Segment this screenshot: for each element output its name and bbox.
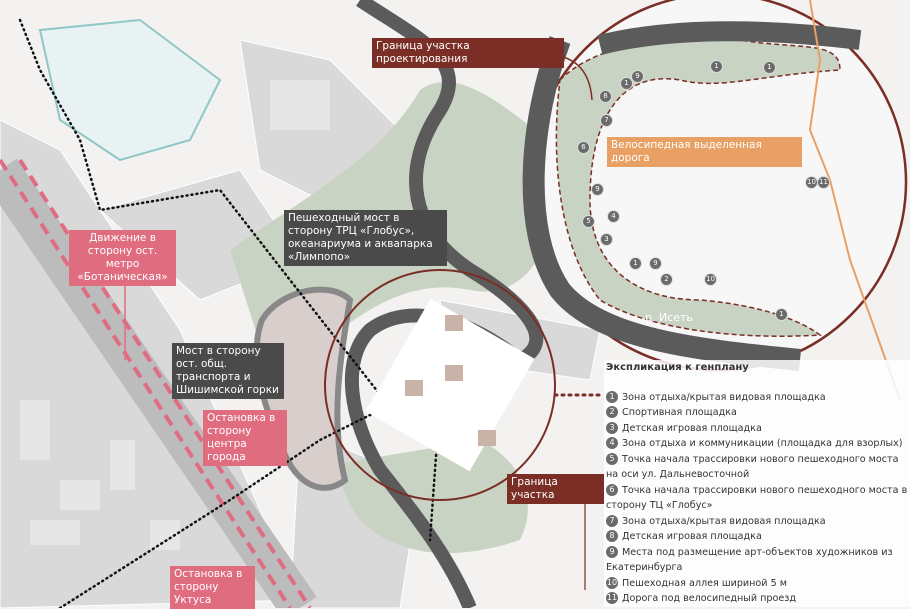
site-boundary-label: Граница участка — [507, 474, 604, 504]
bus-route-line — [18, 158, 312, 608]
legend-text: Зона отдыха/крытая видовая площадка — [622, 515, 826, 527]
legend-number: 6 — [606, 483, 618, 496]
project-boundary-label: Граница участка проектирования — [372, 38, 564, 68]
legend-text: Зона отдыха и коммуникации (площадка для… — [622, 438, 903, 449]
plan-marker: 1 — [629, 257, 642, 270]
pedestrian-path — [18, 18, 402, 422]
legend-item: 8 Детская игровая площадка — [606, 529, 910, 545]
legend-number: 2 — [606, 406, 618, 418]
legend-item: 11 Дорога под велосипедный проезд — [606, 591, 910, 607]
legend-number: 10 — [606, 576, 618, 589]
legend-text: Точка начала трассировки нового пешеходн… — [606, 484, 908, 512]
site-buildings — [365, 298, 535, 472]
stop-uktus-label: Остановка в сторону Уктуса — [170, 566, 255, 609]
plan-marker: 1 — [775, 308, 788, 321]
legend-number: 7 — [606, 514, 618, 527]
plan-marker: 6 — [577, 141, 590, 154]
legend-number: 11 — [606, 592, 618, 604]
legend-text: Детская игровая площадка — [622, 531, 762, 542]
river-zoomed — [597, 21, 862, 55]
legend-text: Дорога под велосипедный проезд — [622, 593, 796, 604]
legend-text: Детская игровая площадка — [622, 422, 762, 434]
legend-item: 7 Зона отдыха/крытая видовая площадка — [606, 514, 910, 530]
plan-marker: 10 — [704, 273, 717, 286]
legend-text: Точка начала трассировки нового пешеходн… — [606, 453, 899, 481]
legend-title: Экспликация к генплану — [606, 362, 749, 373]
plan-marker: 8 — [599, 90, 612, 103]
pedestrian-path — [428, 398, 442, 542]
plan-marker: 9 — [649, 257, 662, 270]
buildings — [20, 80, 330, 550]
plan-marker: 1 — [710, 60, 723, 73]
bike-road-label: Велосипедная выделенная дорога — [607, 137, 802, 167]
legend-item: 4 Зона отдыха и коммуникации (площадка дл… — [606, 436, 910, 452]
legend-number: 4 — [606, 437, 618, 449]
embankment-zone — [555, 37, 841, 337]
plan-marker: 4 — [607, 210, 620, 223]
bridge-transport-label: Мост в сторону ост. общ. транспорта и Ши… — [172, 343, 284, 399]
plan-marker: 1 — [763, 61, 776, 74]
legend-item: 10 Пешеходная аллея шириной 5 м — [606, 576, 910, 592]
ped-bridge-globus-label: Пешеходный мост в сторону ТРЦ «Глобус», … — [284, 210, 447, 266]
stop-center-label: Остановка в сторону центра города — [203, 410, 287, 466]
bike-road-line — [808, 0, 901, 401]
plan-marker: 7 — [600, 114, 613, 127]
metro-direction-label: Движение в сторону ост. метро «Ботаничес… — [69, 230, 176, 286]
legend-number: 3 — [606, 421, 618, 434]
plan-marker: 9 — [591, 183, 604, 196]
legend-number: 8 — [606, 530, 618, 542]
plan-marker: 11 — [817, 176, 830, 189]
legend-item: 2 Спортивная площадка — [606, 405, 910, 421]
legend-number: 1 — [606, 390, 618, 403]
river-label: р. Исеть — [645, 311, 693, 324]
plan-marker: 3 — [600, 233, 613, 246]
legend-number: 5 — [606, 452, 618, 465]
river-zoomed — [522, 36, 802, 371]
legend-number: 9 — [606, 545, 618, 558]
building-botanical — [38, 18, 222, 162]
legend-item: 3 Детская игровая площадка — [606, 421, 910, 437]
plan-marker: 5 — [582, 215, 595, 228]
bus-route-line — [0, 158, 292, 608]
site-roofs — [405, 315, 496, 446]
plan-marker: 1 — [620, 77, 633, 90]
plan-marker: 2 — [660, 273, 673, 286]
legend-text: Пешеходная аллея шириной 5 м — [622, 577, 787, 589]
pedestrian-path — [58, 398, 402, 608]
legend-text: Места под размещение арт-объектов художн… — [606, 546, 893, 574]
legend-item: 1 Зона отдыха/крытая видовая площадка — [606, 390, 910, 406]
legend-text: Спортивная площадка — [622, 407, 737, 418]
site-circle-small — [324, 269, 556, 501]
plan-marker: 9 — [631, 70, 644, 83]
legend-text: Зона отдыха/крытая видовая площадка — [622, 391, 826, 403]
